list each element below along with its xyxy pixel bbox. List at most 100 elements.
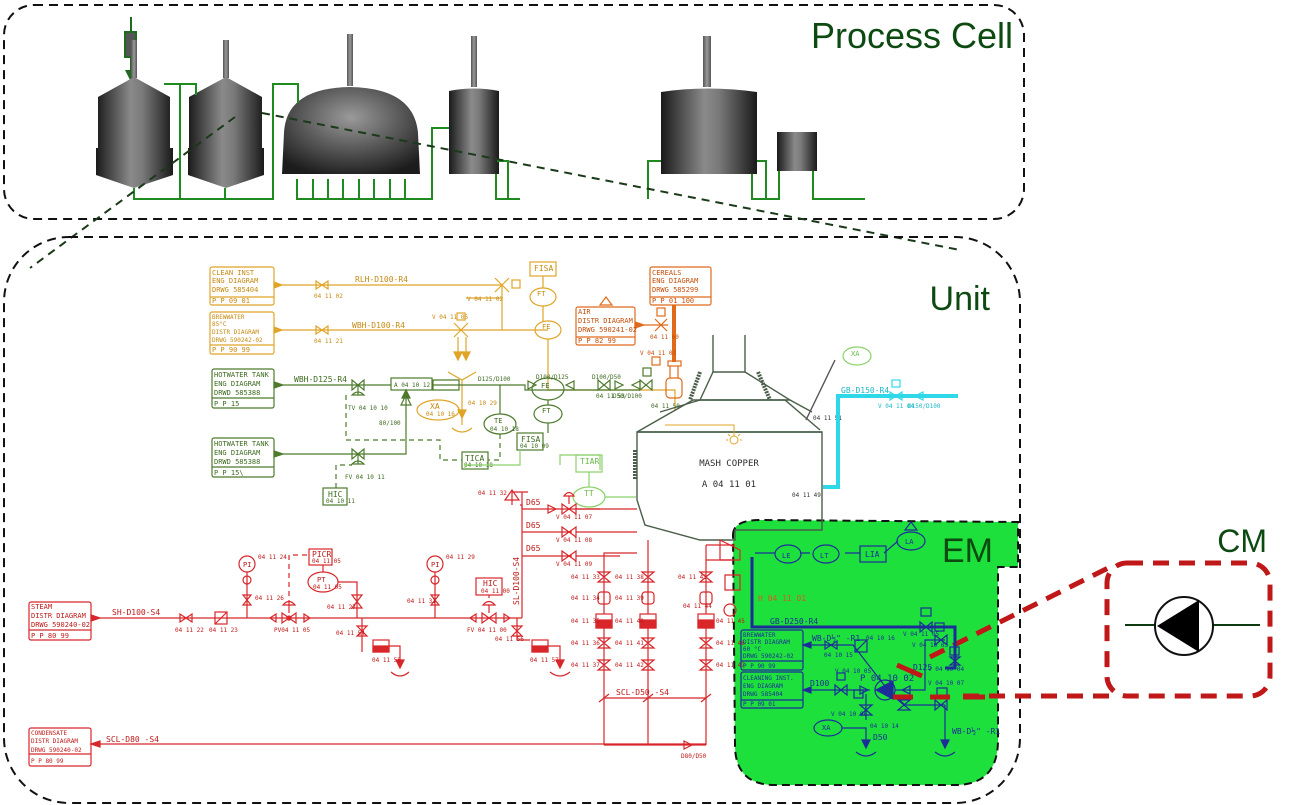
ref-text: DRWD 585388 bbox=[214, 389, 260, 397]
nozzle-tag: 04 11 49 bbox=[792, 492, 821, 499]
ref-text: HOTWATER TANK bbox=[214, 440, 270, 448]
valve-tag: 04 10 16 bbox=[866, 635, 895, 642]
ref-text: ENG DIAGRAM bbox=[652, 277, 698, 285]
process-cell-label: Process Cell bbox=[811, 15, 1013, 56]
instrument-type: LT bbox=[820, 552, 829, 560]
valve-tag: V 04 10 07 bbox=[928, 680, 965, 687]
ref-text: ENG DIAGRAM bbox=[214, 449, 260, 457]
ref-text: AIR bbox=[578, 308, 591, 316]
valve-tag: 04 10 15 bbox=[824, 652, 853, 659]
cm-region: CM bbox=[928, 523, 1273, 699]
instrument-tag: 04 10 16 bbox=[426, 411, 455, 418]
unit-region: Unit bbox=[3, 236, 1021, 804]
red-piping bbox=[28, 488, 741, 767]
instrument-type: FE bbox=[542, 323, 550, 331]
ref-text: P P 82 99 bbox=[578, 337, 616, 345]
ref-text: DRWG 585404 bbox=[743, 691, 783, 698]
valve-tag: 04 11 21 bbox=[314, 338, 343, 345]
ref-text: P P 80 99 bbox=[31, 758, 64, 765]
valve-tag: 04 11 57 bbox=[530, 657, 559, 664]
ref-text: BREWWATER bbox=[212, 314, 245, 321]
light-green-piping bbox=[464, 346, 872, 508]
pump-tag: P 04 10 02 bbox=[860, 674, 914, 684]
instrument-tag: 04 10 09 bbox=[520, 443, 549, 450]
ref-text: DISTR DIAGRAM bbox=[743, 639, 790, 646]
ref-text: DISTR DIAGRAM bbox=[31, 612, 86, 620]
ref-text: DRWG 590242-02 bbox=[212, 337, 263, 344]
instrument-type: PT bbox=[317, 576, 326, 584]
line-label: SCL-D80 -S4 bbox=[106, 735, 159, 744]
mash-copper-vessel bbox=[633, 335, 836, 541]
instrument-type: FT bbox=[537, 290, 546, 298]
line-label: D100/D50 bbox=[592, 374, 621, 381]
instrument-tag: 04 10 18 bbox=[490, 426, 519, 433]
ref-text: P P 09 01 bbox=[743, 701, 776, 708]
valve-tag: V 04 10 06 bbox=[831, 711, 868, 718]
column-tag: 04 11 44 bbox=[683, 603, 712, 610]
valve-tag: 04 11 60 bbox=[650, 334, 679, 341]
column-tag: 04 11 35 bbox=[571, 618, 600, 625]
line-label: D125/D100 bbox=[478, 376, 511, 383]
valve-tag: 04 11 27 bbox=[327, 604, 356, 611]
instrument-type: HIC bbox=[483, 579, 498, 588]
valve-tag: 04 11 22 bbox=[175, 627, 204, 634]
orange-piping bbox=[575, 266, 712, 399]
ref-box-condensate bbox=[28, 727, 92, 767]
vessel-5-icon bbox=[661, 36, 757, 174]
cyan-piping bbox=[823, 379, 958, 489]
ref-text: P P 09 01 bbox=[212, 297, 250, 305]
ref-text: DRWG 590240-02 bbox=[31, 747, 82, 754]
em-piping bbox=[740, 521, 962, 757]
column-tag: 04 11 33 bbox=[571, 574, 600, 581]
cm-highlight-marks bbox=[893, 662, 985, 700]
cm-border bbox=[1104, 560, 1273, 699]
vessel-4-icon bbox=[449, 36, 499, 174]
valve-tag: 04 11 55 bbox=[372, 657, 401, 664]
line-label: D125 bbox=[913, 663, 932, 672]
ref-text: ENG DIAGRAM bbox=[212, 277, 258, 285]
line-label: SCL-D50 -S4 bbox=[616, 688, 669, 697]
instrument-type: XA bbox=[430, 402, 440, 411]
valve-tag: 04 10 29 bbox=[468, 400, 497, 407]
cm-label: CM bbox=[1217, 523, 1267, 559]
line-label: D65 bbox=[526, 521, 541, 530]
valve-tag: V 04 10 05 bbox=[835, 668, 872, 675]
ref-text: P P 01 100 bbox=[652, 297, 694, 305]
valve-tag: 04 11 02 bbox=[314, 293, 343, 300]
ref-text: DRWG 590242-02 bbox=[743, 653, 794, 660]
valve-tag: 04 11 56 bbox=[495, 636, 524, 643]
valve-tag: 04 11 26 bbox=[255, 595, 284, 602]
ref-text: CONDENSATE bbox=[31, 730, 68, 737]
instrument-tag: 04 10 11 bbox=[326, 498, 355, 505]
valve-tag: PV04 11 05 bbox=[274, 627, 311, 634]
ref-text: P P 80 99 bbox=[31, 632, 69, 640]
column-tag: 04 11 41 bbox=[615, 640, 644, 647]
line-label: SL-D100-S4 bbox=[512, 557, 521, 605]
instrument-type: FT bbox=[542, 407, 551, 415]
line-label: D100/D125 bbox=[536, 374, 569, 381]
vessel-1-icon bbox=[96, 40, 173, 188]
column-tag: 04 11 47 bbox=[716, 662, 745, 669]
valve-tag: FV 04 10 11 bbox=[345, 474, 385, 481]
em-box bbox=[731, 518, 1019, 786]
instrument-type: FISA bbox=[534, 264, 553, 273]
instrument-type: HIC bbox=[328, 490, 343, 499]
ref-text: CEREALS bbox=[652, 269, 682, 277]
column-tag: 04 11 37 bbox=[571, 662, 600, 669]
line-label: D50 bbox=[873, 733, 888, 742]
valve-tag: 04 11 54 bbox=[336, 630, 365, 637]
ref-text: P P 15\ bbox=[214, 469, 244, 477]
pump-icon bbox=[1154, 596, 1214, 656]
line-label: WBH-D125-R4 bbox=[294, 375, 347, 384]
valve-tag: V 04 11 05 bbox=[432, 314, 469, 321]
column-tag: 04 11 38 bbox=[615, 574, 644, 581]
ref-text: ENG DIAGRAM bbox=[743, 683, 783, 690]
instrument-type: PICR bbox=[312, 550, 331, 559]
ref-text: 85°C bbox=[212, 321, 227, 328]
valve-tag: V 04 11 02 bbox=[467, 296, 504, 303]
valve-tag: V 04 11 05 bbox=[903, 631, 940, 638]
ref-text: HOTWATER TANK bbox=[214, 371, 270, 379]
ref-text: CLEAN INST bbox=[212, 269, 255, 277]
ref-box-cereals bbox=[649, 266, 712, 306]
ref-text: BREWWATER bbox=[743, 632, 776, 639]
